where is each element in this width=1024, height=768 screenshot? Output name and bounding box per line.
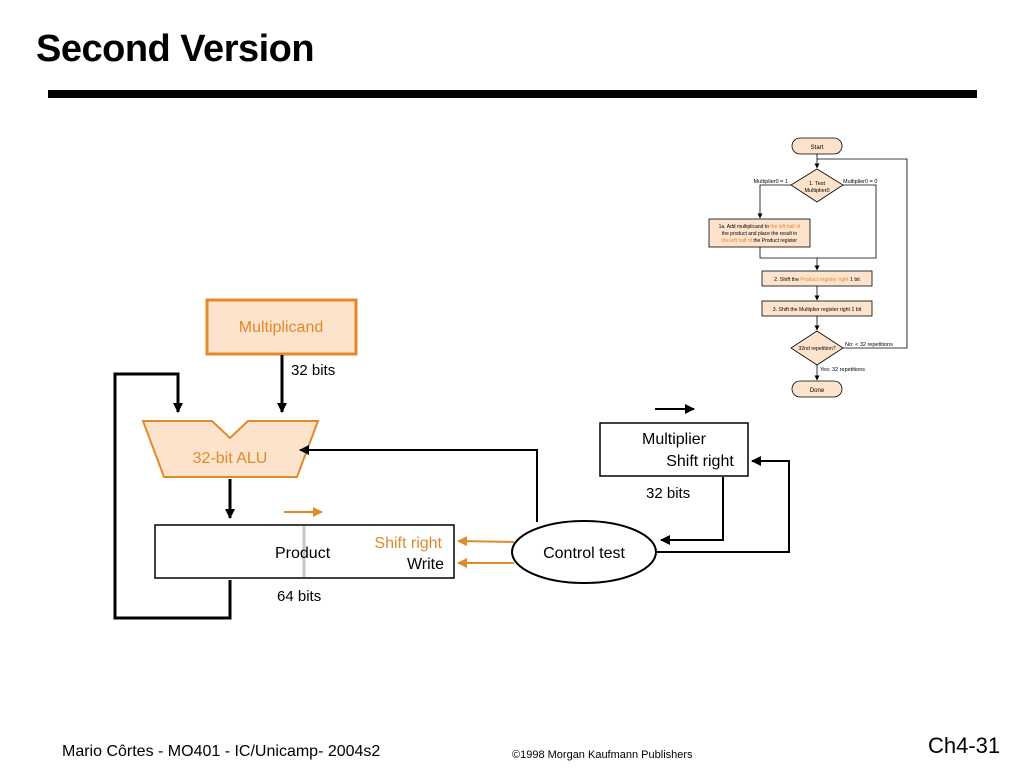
flow-step-1a-highlight2: the left half of (722, 238, 753, 244)
flow-step-2-highlight: Product register right (800, 277, 849, 283)
footer-copyright: ©1998 Morgan Kaufmann Publishers (512, 749, 693, 761)
flow-rep-yes-label: Yes: 32 repetitions (820, 367, 865, 373)
product-write-label: Write (407, 556, 444, 573)
flow-branch-one-arrow (757, 184, 791, 219)
flow-step-1a-line3: the left half of the Product register (722, 238, 797, 244)
control-test-label: Control test (543, 545, 625, 562)
flow-start-label: Start (811, 145, 824, 151)
multiplier-register (599, 422, 749, 477)
flow-step-1a (708, 218, 811, 248)
flow-step-1a-line1: 1a. Add multiplicand to the left half of (719, 224, 801, 230)
flow-step-2-post: 1 bit (850, 277, 860, 283)
flow-branch-zero-line (817, 184, 877, 259)
page-number: Ch4-31 (928, 733, 1001, 758)
flow-step-1a-exit (759, 247, 817, 259)
control-to-alu-wire (299, 445, 538, 522)
multiplier-label: Multiplier (642, 431, 707, 448)
flow-step-3-label: 3. Shift the Multiplier register right 1… (773, 307, 862, 313)
flow-done (791, 380, 843, 398)
flow-step-2-label: 2. Shift the Product register right 1 bi… (774, 277, 860, 283)
product-bits-label: 64 bits (277, 588, 321, 605)
flow-branch-one: Multiplier0 = 1 (754, 179, 788, 185)
flow-done-label: Done (810, 388, 825, 394)
alu-label: 32-bit ALU (193, 450, 268, 467)
title-rule (48, 90, 977, 98)
multiplier-to-control-wire (660, 477, 724, 545)
control-shift-signal (457, 536, 515, 547)
slide-title: Second Version (36, 28, 315, 70)
flow-repetition-label: 32nd repetition? (798, 346, 835, 352)
flow-test-line2: Multiplier0 (804, 188, 829, 194)
flowchart: Start 1. Test Multiplier0 Multiplier0 = … (708, 137, 908, 398)
multiplicand-bits-label: 32 bits (291, 362, 335, 379)
multiplier-shift-label: Shift right (666, 453, 734, 470)
product-feedback-wire (113, 372, 232, 620)
flow-step-2-pre: 2. Shift the (774, 277, 799, 283)
control-to-multiplier-wire (656, 456, 790, 553)
multiplicand-register (205, 298, 358, 356)
multiplier-bits-label: 32 bits (646, 485, 690, 502)
flow-step-1a-line2: the product and place the result in (722, 231, 798, 237)
flow-rep-no-label: No: < 32 repetitions (845, 342, 893, 348)
flow-step-1a-text3: the Product register (753, 238, 797, 244)
footer-author: Mario Côrtes - MO401 - IC/Unicamp- 2004s… (62, 743, 381, 760)
flow-loop-back-line (817, 158, 908, 349)
alu-shape (141, 420, 320, 478)
product-shift-right-label: Shift right (374, 535, 442, 552)
flow-branch-zero: Multiplier0 = 0 (843, 179, 877, 185)
flow-test-multiplier0 (790, 168, 844, 203)
product-label: Product (275, 545, 331, 562)
flow-step-1a-text1: 1a. Add multiplicand to (719, 224, 770, 230)
multiplicand-label: Multiplicand (239, 319, 323, 336)
flow-step-1a-highlight1: the left half of (770, 224, 801, 230)
flow-test-line1: 1. Test (809, 181, 826, 187)
